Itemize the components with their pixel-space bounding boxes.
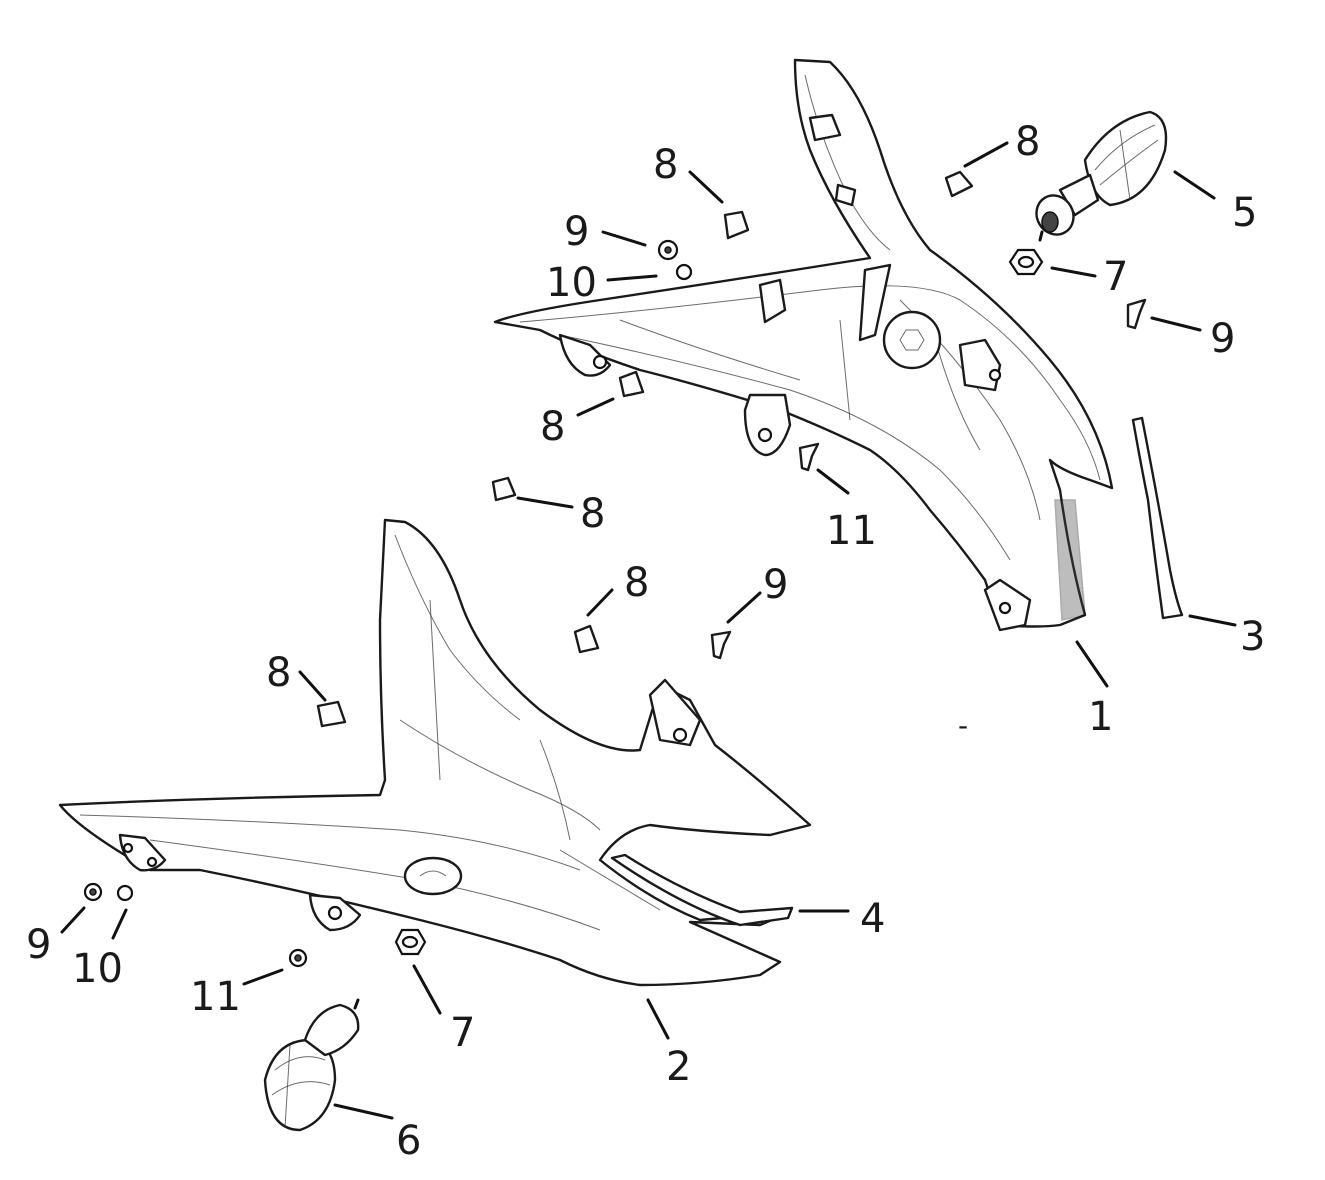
part-11-screw[interactable]	[798, 442, 820, 472]
callout-label: 8	[266, 650, 291, 696]
part-11-screw[interactable]	[288, 948, 308, 968]
part-9-screw[interactable]	[1126, 298, 1147, 330]
stray-mark: -	[958, 709, 968, 742]
part-8-clip[interactable]	[618, 370, 645, 398]
callout-label: 2	[666, 1044, 691, 1090]
part-8-clip[interactable]	[723, 210, 750, 240]
callout-label: 9	[564, 209, 589, 255]
leader-lines	[60, 141, 1237, 1120]
callout-label: 4	[860, 896, 885, 942]
callout-label: 1	[1088, 694, 1113, 740]
callout-label: 9	[26, 922, 51, 968]
part-9-screw[interactable]	[657, 239, 679, 261]
callout-label: 11	[826, 508, 877, 554]
part-7-nut[interactable]	[1008, 248, 1044, 276]
callout-label: 7	[1103, 254, 1128, 300]
callout-label: 9	[1210, 316, 1235, 362]
part-8-clip[interactable]	[316, 700, 347, 728]
part-8-clip[interactable]	[944, 170, 974, 198]
callout-label: 10	[546, 260, 597, 306]
part-5-right-turn-signal[interactable]	[1029, 110, 1168, 242]
callout-label: 7	[450, 1010, 475, 1056]
callout-label: 8	[653, 142, 678, 188]
part-9-screw[interactable]	[83, 882, 103, 902]
part-10-washer[interactable]	[116, 884, 134, 902]
part-7-nut[interactable]	[394, 928, 427, 956]
callout-label: 5	[1232, 190, 1257, 236]
callout-label: 9	[763, 562, 788, 608]
part-8-clip[interactable]	[491, 476, 517, 502]
part-9-screw[interactable]	[710, 630, 732, 660]
callout-label: 8	[1015, 119, 1040, 165]
part-2-left-fairing[interactable]	[58, 518, 812, 987]
callout-label: 3	[1240, 614, 1265, 660]
part-10-washer[interactable]	[675, 263, 693, 281]
callout-label: 8	[580, 491, 605, 537]
part-6-left-turn-signal[interactable]	[263, 998, 360, 1132]
callout-label: 6	[396, 1118, 421, 1164]
part-1-right-fairing[interactable]	[493, 58, 1114, 632]
callout-label: 11	[190, 974, 241, 1020]
part-8-clip[interactable]	[573, 624, 600, 654]
callout-label: 8	[624, 560, 649, 606]
callout-label: 8	[540, 404, 565, 450]
part-3-right-trim[interactable]	[1131, 416, 1184, 620]
part-4-left-trim[interactable]	[610, 853, 794, 927]
callout-label: 10	[72, 946, 123, 992]
callouts: 8 8 9 10 5 7 9 8 8 11 8 9 3 1 8 4 9 10 1…	[26, 119, 1265, 1164]
